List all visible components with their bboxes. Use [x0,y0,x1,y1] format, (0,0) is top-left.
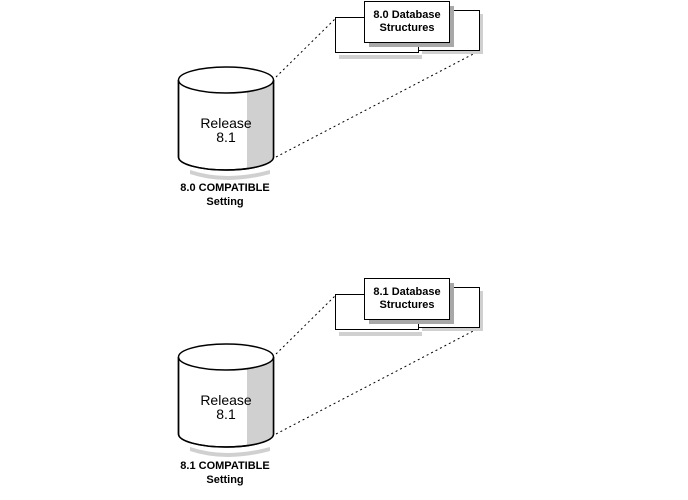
caption-line1: 8.0 COMPATIBLE [180,182,269,194]
cylinder-shadow [190,170,270,180]
caption-line1: 8.1 COMPATIBLE [180,460,269,472]
box-label-line1: 8.1 Database [373,286,440,298]
database-structures-stack: 8.1 Database Structures [335,278,483,336]
front-box [364,278,450,320]
cylinder-top [177,343,275,371]
connector-line-bottom [275,327,480,435]
box-label-line2: Structures [379,22,434,34]
caption-line2: Setting [206,474,243,486]
cylinder-label-line1: Release [200,392,252,408]
database-cylinder: Release 8.1 [177,66,275,180]
cylinder-shadow [190,447,270,457]
back-box-shadow [339,55,422,59]
database-cylinder: Release 8.1 [177,343,275,457]
cylinder-body-outline [177,357,275,448]
connector-line-bottom [275,50,480,158]
cylinder-body-outline [177,80,275,171]
cylinder-label-line1: Release [200,115,252,131]
back-box-shadow [339,332,422,336]
cylinder-top [177,66,275,94]
cylinder-label-line2: 8.1 [216,129,236,145]
box-label-line1: 8.0 Database [373,9,440,21]
diagram-bottom: 8.1 Database Structures Release 8.1 8.1 … [177,278,483,486]
cylinder-label-line2: 8.1 [216,406,236,422]
diagram-top: 8.0 Database Structures Release 8.1 8.0 … [177,1,483,208]
front-box [364,1,450,43]
cylinder-shading [247,80,273,169]
caption-line2: Setting [206,196,243,208]
database-structures-stack: 8.0 Database Structures [335,1,483,59]
connector-line-top [275,17,337,78]
cylinder-shading [247,357,273,446]
box-label-line2: Structures [379,299,434,311]
connector-line-top [275,294,337,355]
